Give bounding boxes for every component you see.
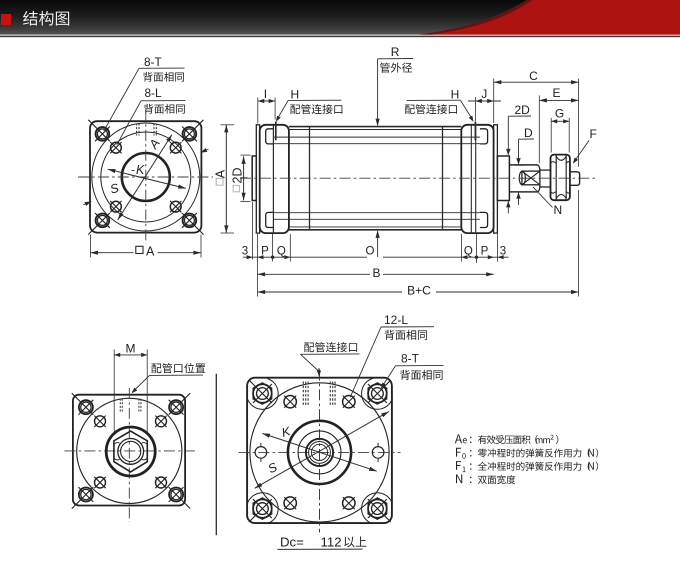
svg-text:H: H [291, 87, 300, 101]
svg-text:S: S [108, 181, 121, 197]
svg-text:K: K [136, 163, 145, 177]
svg-text:R: R [391, 45, 400, 59]
svg-text:Q: Q [277, 246, 286, 258]
svg-text:I: I [264, 87, 267, 101]
svg-text:A: A [214, 169, 228, 178]
svg-text:O: O [366, 246, 375, 258]
svg-text:112: 112 [321, 534, 342, 549]
svg-text:Q: Q [464, 246, 473, 258]
svg-text:S: S [266, 460, 280, 476]
svg-text:A: A [146, 136, 163, 152]
svg-text:A: A [146, 244, 155, 258]
svg-text:E: E [552, 86, 560, 100]
svg-text:P: P [481, 246, 489, 258]
svg-text:Dc=: Dc= [280, 534, 304, 549]
svg-text:H: H [451, 87, 460, 101]
svg-text:8-L: 8-L [145, 86, 162, 100]
svg-text:2D: 2D [230, 168, 244, 184]
svg-text:3: 3 [242, 246, 248, 258]
svg-text:B+C: B+C [407, 283, 431, 297]
svg-text:B: B [372, 266, 380, 280]
svg-text:2D: 2D [515, 103, 531, 117]
svg-text:K: K [280, 424, 292, 440]
svg-text:8-T: 8-T [144, 55, 162, 69]
svg-text:C: C [529, 69, 538, 83]
svg-text:D: D [524, 126, 533, 140]
svg-text:F: F [590, 127, 597, 141]
svg-text:3: 3 [500, 246, 506, 258]
svg-text:J: J [481, 87, 487, 101]
svg-text:8-T: 8-T [401, 352, 420, 366]
svg-text:M: M [126, 342, 136, 356]
svg-text:P: P [261, 246, 269, 258]
svg-text:G: G [555, 106, 564, 120]
svg-text:N: N [554, 203, 563, 217]
svg-text:12-L: 12-L [384, 313, 408, 327]
